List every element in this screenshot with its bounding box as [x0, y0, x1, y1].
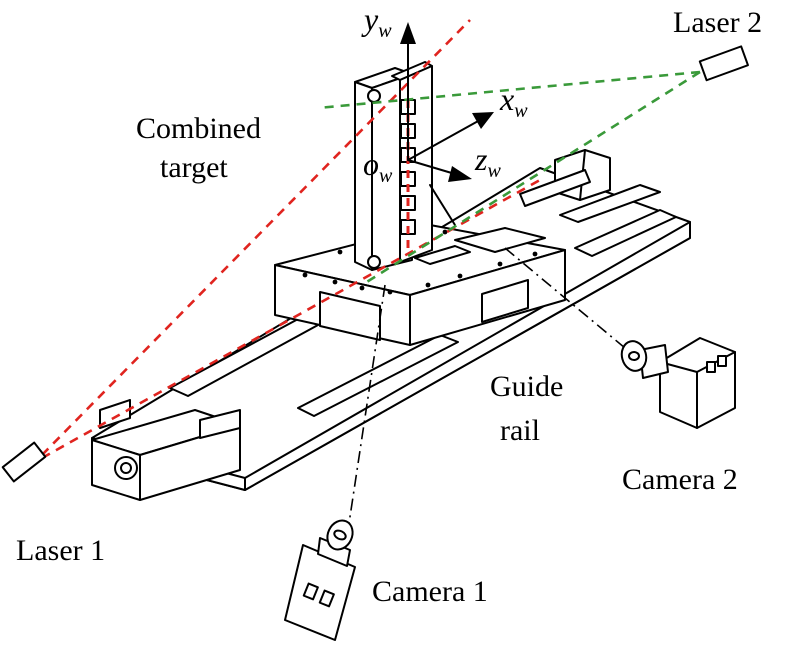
world-axes: yw xw zw ow — [361, 1, 528, 187]
carriage-tab — [454, 227, 546, 253]
bolt — [387, 289, 393, 295]
guide-rail-label-line1: Guide — [490, 370, 563, 403]
bolt — [332, 279, 338, 285]
target-pivot-bottom — [367, 255, 381, 269]
camera2-lens-inner — [628, 351, 640, 361]
camera-sightlines — [347, 247, 626, 531]
x-axis-arrowhead — [472, 112, 494, 129]
z-axis-line — [407, 159, 456, 175]
laser-emitter-icon — [1, 441, 47, 483]
z-axis-arrowhead — [448, 166, 472, 182]
camera2-sightline — [504, 247, 626, 349]
target-brace — [429, 184, 456, 226]
motor-bracket — [99, 399, 131, 429]
camera1-lens-inner — [333, 529, 347, 541]
camera1-label: Camera 1 — [372, 575, 488, 608]
combined-target-label-line1: Combined — [136, 112, 261, 145]
camera1-sightline — [347, 284, 386, 531]
bolt — [359, 285, 365, 291]
combined-target-label-line2: target — [160, 151, 228, 184]
combined-target — [354, 61, 471, 271]
rail-right-near — [297, 334, 459, 417]
bolt — [337, 249, 343, 255]
motor-shaft-inner — [120, 462, 132, 474]
laser-emitter-icon — [698, 45, 749, 82]
camera1-port — [302, 582, 319, 601]
camera-icon — [620, 337, 736, 429]
bolt — [532, 251, 538, 257]
lead-screw — [519, 169, 591, 207]
target-pivot-top — [367, 89, 381, 103]
target-base-plate — [414, 245, 471, 265]
origin-label: ow — [363, 146, 393, 187]
rail-left-far — [559, 184, 661, 223]
camera-icon — [284, 519, 356, 641]
bolt — [457, 273, 463, 279]
bolt — [302, 272, 308, 278]
laser-beams — [41, 19, 701, 460]
camera2-port — [706, 361, 716, 373]
laser1-body — [1, 441, 47, 483]
carriage-slot-side — [481, 279, 529, 323]
camera2-port — [717, 355, 727, 367]
guide-rail-label-line2: rail — [500, 414, 540, 447]
y-axis-label: yw — [361, 1, 392, 42]
camera1-port — [318, 589, 335, 608]
rail-right-far — [574, 209, 677, 257]
carriage-slot-front — [319, 291, 381, 341]
end-block — [519, 149, 611, 207]
laser1-label: Laser 1 — [16, 534, 105, 567]
bolt — [425, 282, 431, 288]
laser2-body — [698, 45, 749, 82]
camera2-label: Camera 2 — [622, 463, 738, 496]
bolt — [497, 261, 503, 267]
motor-flange — [199, 409, 241, 439]
x-axis-line — [407, 119, 481, 161]
motor-block — [91, 399, 241, 501]
x-axis-label: xw — [499, 81, 528, 122]
laser2-beam-lower — [361, 70, 701, 287]
laser1-beam-upper — [41, 19, 471, 456]
laser2-label: Laser 2 — [673, 6, 762, 39]
y-axis-arrowhead — [400, 22, 416, 44]
z-axis-label: zw — [474, 141, 501, 182]
labels: Laser 2 Combined target Guide rail Camer… — [16, 6, 762, 608]
bolt — [442, 229, 448, 235]
